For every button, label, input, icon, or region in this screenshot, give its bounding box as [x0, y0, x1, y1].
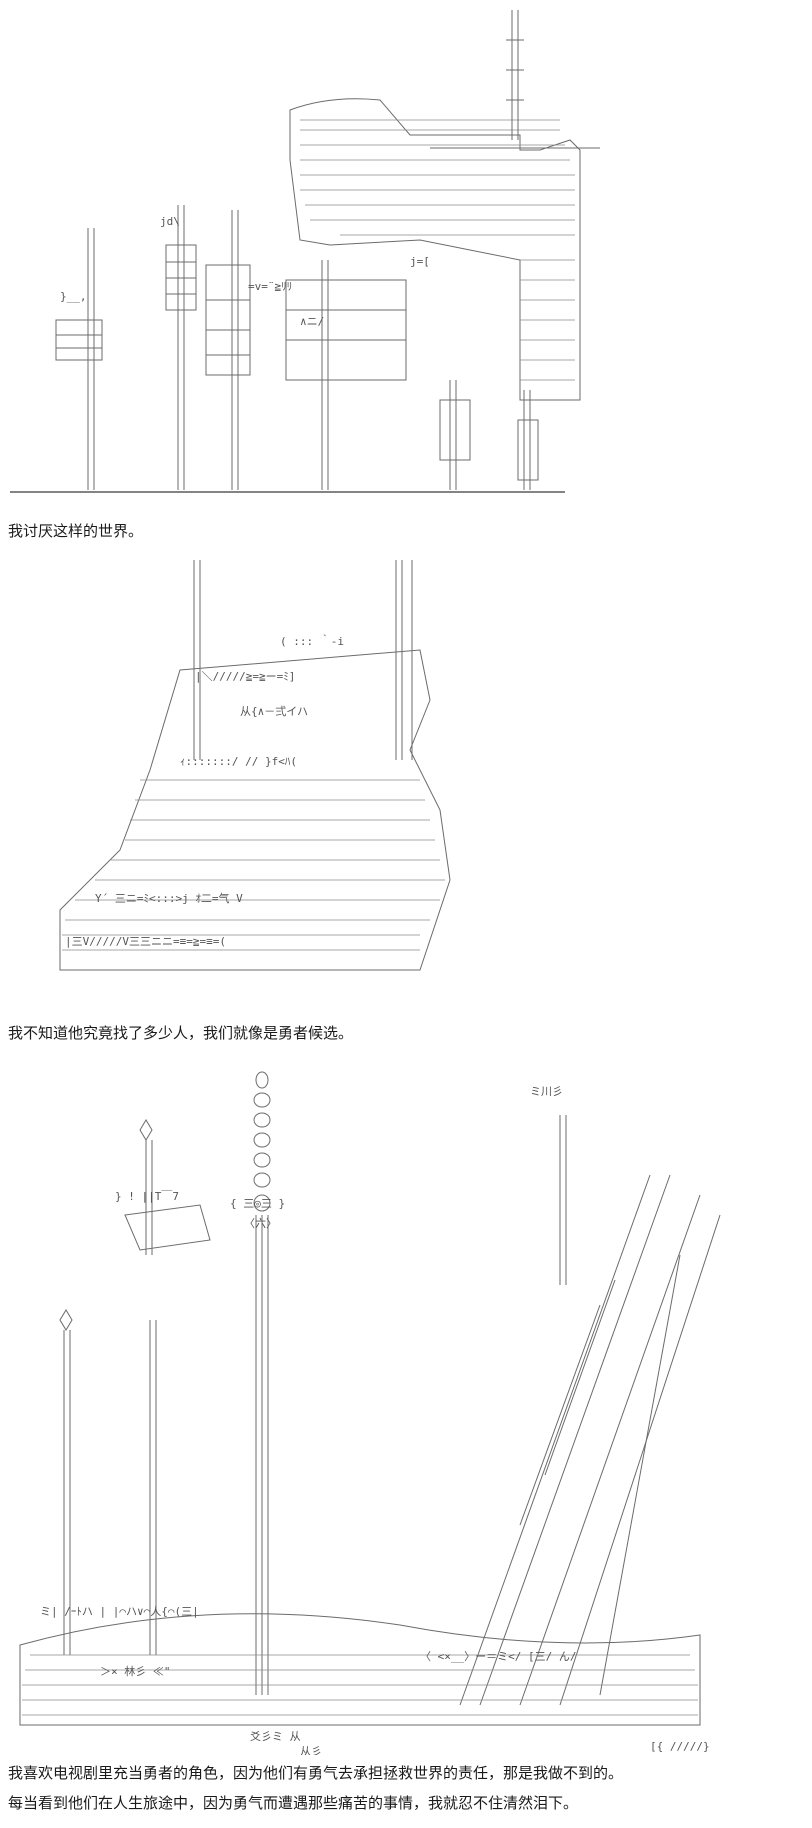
- svg-text:j=[: j=[: [410, 255, 430, 268]
- caption-line-1: 我讨厌这样的世界。: [8, 522, 144, 540]
- svg-text:〈六〉: 〈六〉: [244, 1217, 277, 1230]
- caption-line-2: 我不知道他究竟找了多少人，我们就像是勇者候选。: [8, 1024, 354, 1042]
- ascii-art-city-towers: =v=¨≧ﾘﾘ ∧ニ/ j=[ }__, jd\: [0, 0, 812, 500]
- svg-text:ミ| /ｰﾄハ | |⌒ハ∨⌒人{⌒(三|: ミ| /ｰﾄハ | |⌒ハ∨⌒人{⌒(三|: [40, 1605, 199, 1618]
- svg-text:=v=¨≧ﾘﾘ: =v=¨≧ﾘﾘ: [248, 280, 292, 293]
- ascii-art-battlefield-spears: { 三◎三 } 〈六〉 } ! ||T￣7 ミ川彡 ミ| /ｰﾄハ | |⌒ハ∨…: [0, 1055, 812, 1755]
- svg-text:∧ニ/: ∧ニ/: [300, 315, 324, 328]
- caption-line-4: 每当看到他们在人生旅途中，因为勇气而遭遇那些痛苦的事情，我就忍不住清然泪下。: [8, 1794, 579, 1812]
- svg-text:ミ川彡: ミ川彡: [530, 1085, 563, 1098]
- svg-text:Y´ 三ニ=ﾐ<:::>j ｵ二=气 V: Y´ 三ニ=ﾐ<:::>j ｵ二=气 V: [95, 891, 243, 905]
- caption-line-3: 我喜欢电视剧里充当勇者的角色，因为他们有勇气去承担拯救世界的责任，那是我做不到的…: [8, 1764, 624, 1782]
- ascii-art-crowd-of-candidates: ( ::: ｀‐i |＼/////≧=≧ー=ﾐ] 从{∧－弍イハ ｨ::::::…: [0, 550, 812, 1000]
- svg-text:{ 三◎三 }: { 三◎三 }: [230, 1197, 285, 1210]
- svg-text:[{ /////}: [{ /////}: [650, 1740, 710, 1753]
- svg-text:ｨ:::::::/ // }f<ﾊ(: ｨ:::::::/ // }f<ﾊ(: [180, 755, 297, 768]
- svg-text:|三V/////V三三ニニ=≡=≧=≡=(: |三V/////V三三ニニ=≡=≧=≡=(: [65, 935, 226, 948]
- svg-text:}__,: }__,: [60, 290, 87, 303]
- svg-text:爻彡ミ 从: 爻彡ミ 从: [250, 1730, 301, 1743]
- svg-text:＞× 林彡 ≪": ＞× 林彡 ≪": [100, 1664, 171, 1678]
- svg-text:〈 <×__〉ー＝ミ</ [三/ ん/: 〈 <×__〉ー＝ミ</ [三/ ん/: [420, 1650, 576, 1663]
- svg-text:( ::: ｀‐i: ( ::: ｀‐i: [280, 633, 344, 648]
- svg-text:} ! ||T￣7: } ! ||T￣7: [115, 1189, 179, 1203]
- svg-text:从{∧－弍イハ: 从{∧－弍イハ: [240, 705, 308, 718]
- svg-text:jd\: jd\: [160, 215, 180, 228]
- svg-text:从彡: 从彡: [300, 1745, 322, 1755]
- svg-text:|＼/////≧=≧ー=ﾐ]: |＼/////≧=≧ー=ﾐ]: [195, 670, 295, 683]
